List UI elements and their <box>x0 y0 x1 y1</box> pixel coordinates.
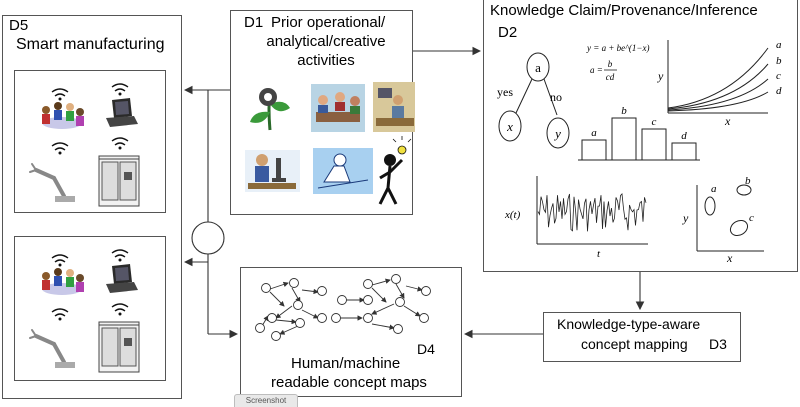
equation-2-lhs: a = <box>590 65 603 75</box>
cluster-a <box>704 196 716 216</box>
factory-icons-bottom <box>29 249 140 373</box>
d4-id: D4 <box>417 341 435 357</box>
curve-d <box>667 91 769 112</box>
cluster-label-b: b <box>745 175 751 187</box>
bar-chart: a b c d <box>581 105 697 161</box>
robot-arm-icon <box>29 329 75 368</box>
factory-group-top <box>14 70 166 213</box>
screenshot-tab[interactable]: Screenshot <box>234 394 298 407</box>
d3-line1: Knowledge-type-aware <box>557 316 701 332</box>
timeseries-ylabel: x(t) <box>504 209 521 221</box>
wifi-icon <box>51 142 69 155</box>
d2-id: D2 <box>498 24 518 41</box>
bar-label-c: c <box>652 116 657 128</box>
tree-root-label: a <box>535 60 541 75</box>
timeseries-plot <box>536 176 648 245</box>
d5-title: Smart manufacturing <box>16 36 165 53</box>
idea-person-image <box>378 136 412 205</box>
curves-plot <box>667 40 769 114</box>
bar-a <box>581 139 607 161</box>
cluster-plot <box>696 184 764 252</box>
engineer-blueprint-image <box>313 148 373 194</box>
cluster-b <box>736 184 752 196</box>
tree-yes-label: yes <box>497 85 513 99</box>
wifi-icon <box>111 83 129 96</box>
cluster-ylabel: y <box>682 211 689 225</box>
curves-xlabel: x <box>724 114 731 128</box>
machine-cabinet-icon <box>98 155 140 207</box>
factory-icons-top <box>29 83 140 207</box>
wifi-icon <box>111 137 129 150</box>
workers-meeting-icon <box>42 268 84 295</box>
scientist-microscope-image <box>245 150 300 192</box>
wifi-icon <box>111 249 129 262</box>
curve-c <box>667 78 769 111</box>
d1-title-line1: Prior operational/ <box>271 14 386 31</box>
d5-id: D5 <box>9 17 29 34</box>
office-work-image <box>373 82 415 132</box>
cluster-label-a: a <box>711 183 717 195</box>
laptop-icon <box>106 98 138 127</box>
d1-title-line2: analytical/creative <box>266 33 386 50</box>
line-d1-to-hub <box>207 89 230 222</box>
cluster-label-c: c <box>749 212 754 224</box>
curve-a <box>667 47 769 109</box>
concept-map-right <box>331 274 431 334</box>
curve-label-c: c <box>776 70 781 82</box>
timeseries-xlabel: t <box>597 248 601 260</box>
cluster-c <box>729 219 749 237</box>
curves-ylabel: y <box>657 69 664 83</box>
bar-b <box>611 117 637 161</box>
laptop-icon <box>106 264 138 293</box>
d2-panel <box>483 0 798 272</box>
d4-line2: readable concept maps <box>271 374 427 391</box>
cluster-xlabel: x <box>726 251 733 265</box>
d3-line2: concept mapping <box>581 336 688 352</box>
bar-d <box>671 142 697 161</box>
workers-meeting-icon <box>42 102 84 129</box>
factory-group-bottom <box>14 236 166 381</box>
wifi-icon <box>51 88 69 101</box>
curve-b <box>667 63 769 110</box>
bar-label-d: d <box>681 130 687 142</box>
bar-label-a: a <box>591 127 597 139</box>
robot-arm-icon <box>29 163 75 202</box>
wifi-icon <box>51 308 69 321</box>
d2-title: Knowledge Claim/Provenance/Inference <box>490 2 758 19</box>
d3-panel <box>543 312 741 362</box>
d1-title-line3: activities <box>297 52 355 69</box>
tree-no-label: no <box>550 90 562 104</box>
concept-map-left <box>255 278 327 341</box>
wifi-icon <box>111 303 129 316</box>
curve-label-a: a <box>776 39 782 51</box>
equation-1: y = a + be^(1−x) <box>586 43 650 53</box>
equation-2-den: cd <box>606 72 615 82</box>
connectors <box>183 46 645 339</box>
curve-label-d: d <box>776 85 782 97</box>
wifi-icon <box>51 254 69 267</box>
hub-circle <box>191 221 225 255</box>
plant-gears-image <box>245 83 295 133</box>
tree-left-leaf: x <box>506 119 513 134</box>
d3-id: D3 <box>709 336 727 352</box>
team-meeting-image <box>311 84 365 132</box>
machine-cabinet-icon <box>98 321 140 373</box>
d1-id: D1 <box>244 14 264 31</box>
d4-line1: Human/machine <box>291 355 401 372</box>
bar-c <box>641 128 667 161</box>
activity-images <box>245 82 415 205</box>
tree-right-leaf: y <box>553 126 561 141</box>
equation-2-num: b <box>608 59 613 69</box>
bar-label-b: b <box>621 105 627 117</box>
curve-label-b: b <box>776 55 782 67</box>
decision-tree <box>498 52 570 149</box>
